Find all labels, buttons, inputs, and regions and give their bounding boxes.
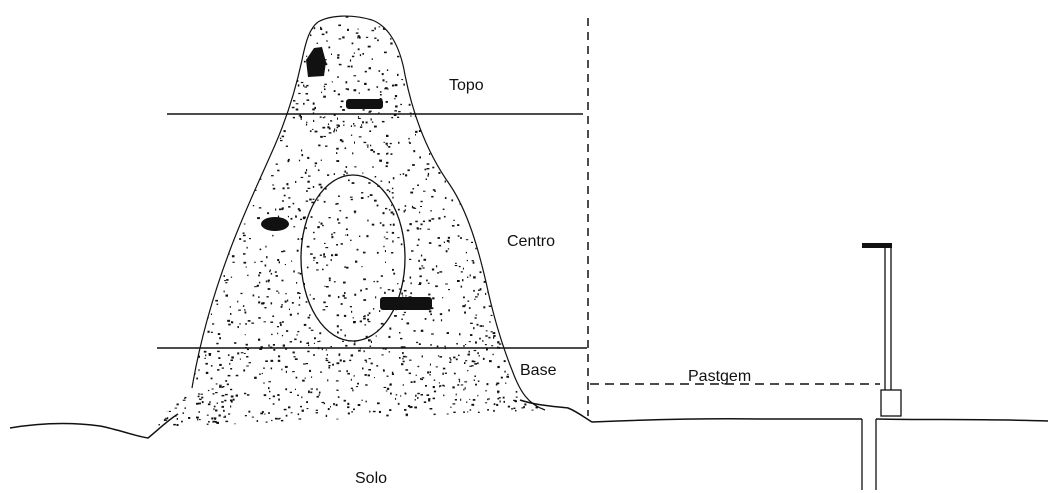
left-sample-block [261, 217, 289, 231]
label-center-zone: Centro [507, 233, 555, 250]
top-sample-block [306, 47, 326, 77]
termite-mound-outline-left [192, 22, 318, 388]
label-top-zone: Topo [449, 77, 484, 94]
post-base-box [881, 390, 901, 416]
termite-mound-outline [318, 16, 545, 410]
central-chamber-ellipse [301, 175, 405, 341]
mound-soil-texture [150, 15, 552, 436]
label-pasture: Pastgem [688, 368, 751, 385]
upper-sample-block [346, 99, 383, 109]
center-sample-block [380, 297, 432, 310]
label-base-zone: Base [520, 362, 557, 379]
measuring-post [862, 243, 901, 490]
label-soil: Solo [355, 470, 387, 487]
